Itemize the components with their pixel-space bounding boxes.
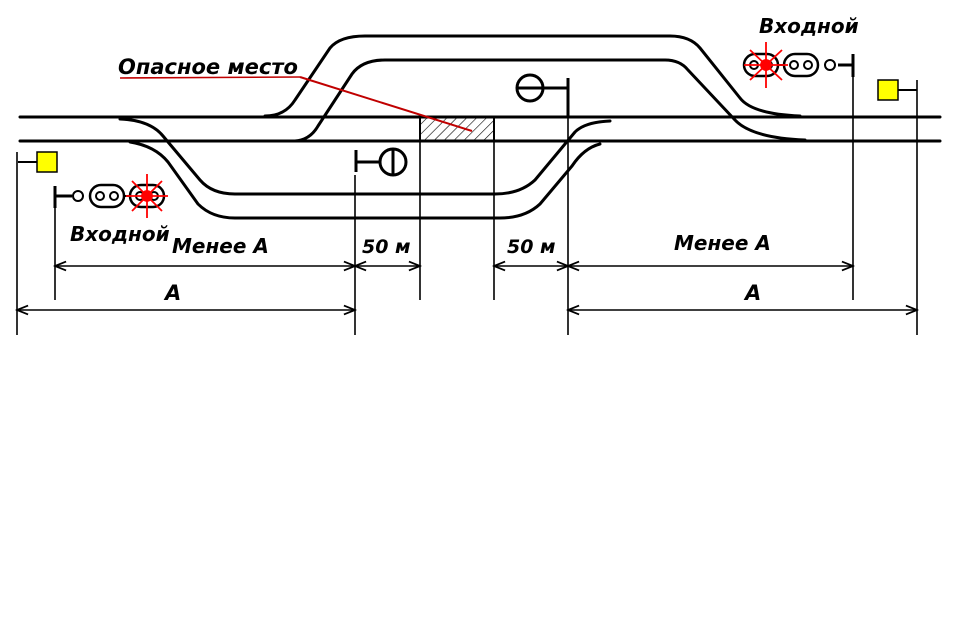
upper-siding-inner-rail [293, 58, 807, 143]
entry-signal-right [742, 42, 855, 88]
danger-label-underline [119, 76, 301, 79]
shunting-signal-lower [354, 147, 408, 177]
a-right-label: А [743, 281, 761, 305]
danger-zone [419, 116, 495, 142]
shunting-signal-upper [515, 73, 570, 117]
entry-signal-right-label: Входной [759, 14, 859, 38]
yellow-sign-icon [877, 79, 899, 101]
a-left-label: А [163, 281, 181, 305]
entry-signal-red-light-icon [744, 42, 788, 88]
warning-sign-right [877, 79, 918, 335]
fifty-m-left-label: 50 м [362, 236, 411, 258]
less-a-left-label: Менее А [172, 234, 269, 258]
danger-pointer-line [299, 76, 473, 132]
less-a-right-label: Менее А [674, 231, 771, 255]
entry-signal-left [53, 174, 168, 218]
lower-siding [118, 117, 612, 220]
danger-place-label: Опасное место [118, 55, 298, 79]
yellow-sign-icon [36, 151, 58, 173]
upper-siding [263, 34, 807, 143]
dimension-lines [18, 266, 916, 310]
fifty-m-right-label: 50 м [507, 236, 556, 258]
lower-siding-inner-rail [118, 117, 612, 196]
entry-signal-left-label: Входной [70, 222, 170, 246]
upper-siding-outer-rail [263, 34, 802, 118]
entry-signal-red-light-icon [126, 174, 168, 218]
lower-siding-outer-rail [128, 140, 602, 220]
warning-sign-left [16, 151, 58, 335]
